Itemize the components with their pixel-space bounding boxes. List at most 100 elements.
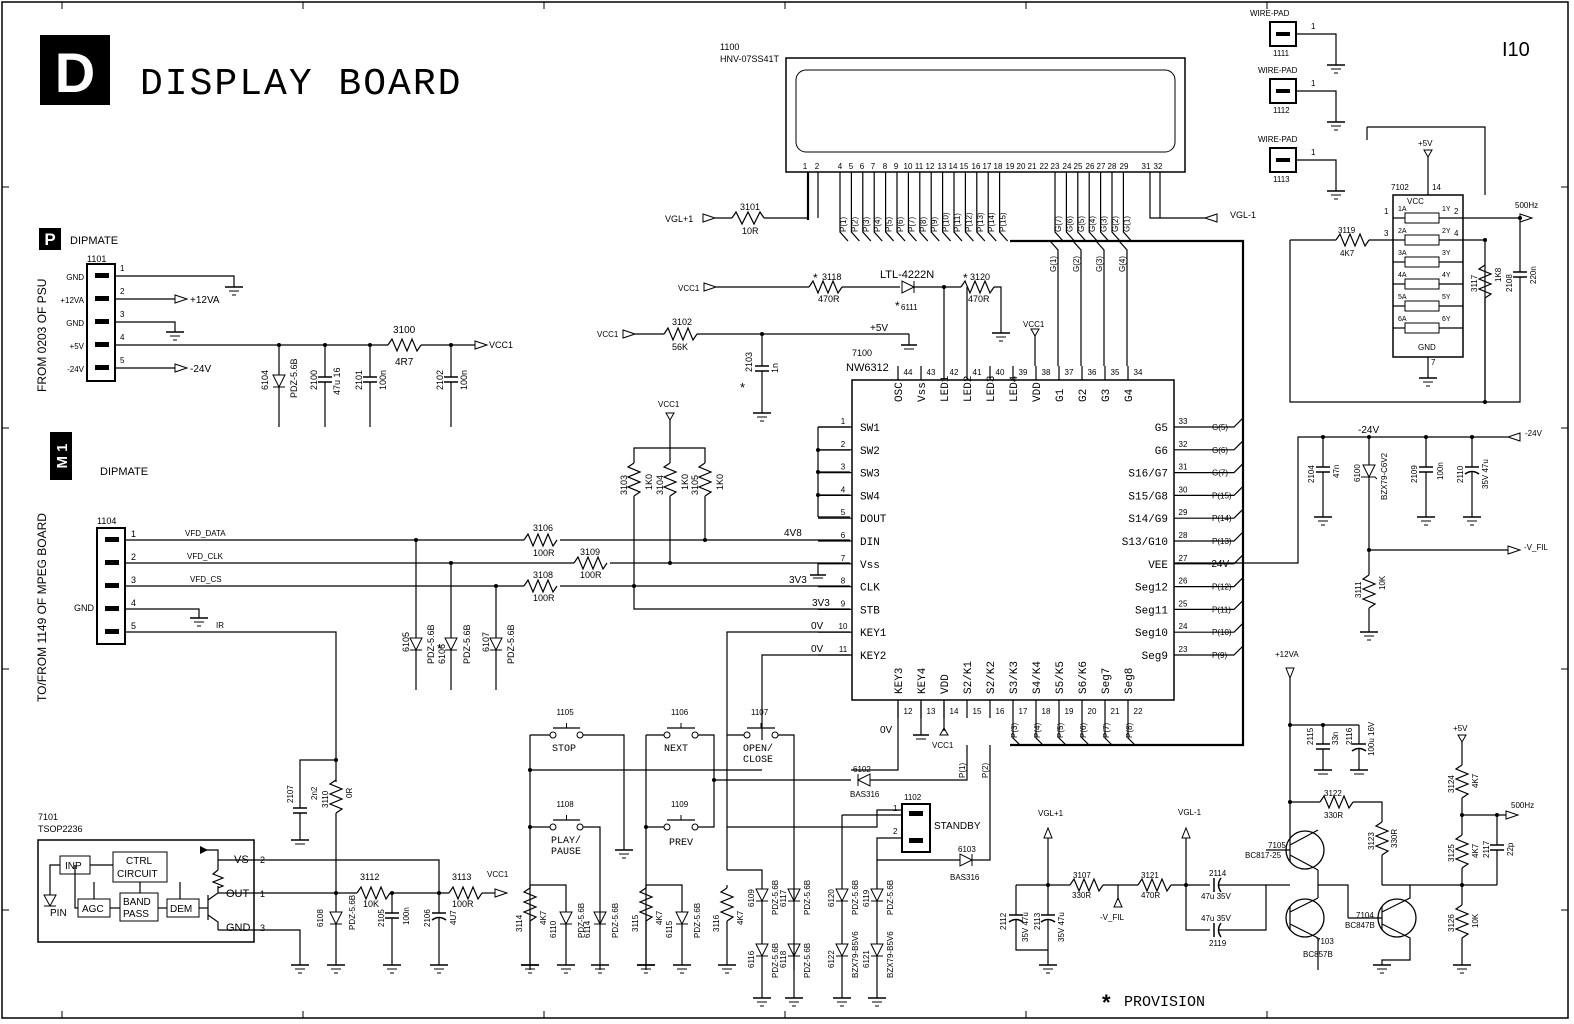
vfd-grid-net: G(1) (1122, 216, 1131, 232)
svg-text:2n2: 2n2 (310, 786, 319, 800)
svg-text:OUT: OUT (226, 888, 250, 900)
ic-pin-num: 29 (1179, 508, 1188, 517)
svg-text:2109: 2109 (1410, 465, 1419, 483)
vfd-ref: 1100 (720, 42, 739, 52)
zener-val: PDZ-5.6B (771, 943, 780, 978)
switch-label: OPEN/ (743, 743, 773, 755)
svg-text:7104: 7104 (1356, 911, 1374, 920)
ic-pin-name: OSC (894, 382, 906, 402)
ic-bottom-net: P(7) (1102, 723, 1111, 738)
svg-text:M 1: M 1 (54, 443, 71, 468)
ir-receiver: 7101 TSOP2236 INP CTRL CIRCUIT AGC BAND … (37, 758, 509, 974)
svg-text:6100: 6100 (1353, 464, 1362, 482)
svg-text:47u 35V: 47u 35V (1201, 914, 1231, 923)
zener-val: PDZ-5.6B (886, 880, 895, 915)
ic-net-label: G(7) (1212, 469, 1228, 478)
ic-pin-num: 44 (904, 368, 913, 377)
switch-label: CLOSE (743, 755, 773, 766)
svg-text:AGC: AGC (82, 904, 104, 915)
ic-net-label: P(10) (1212, 628, 1232, 637)
svg-text:CTRL: CTRL (126, 856, 153, 867)
vfd-pin-17: 17 (983, 162, 992, 171)
svg-text:6104: 6104 (260, 370, 270, 390)
svg-text:4K7: 4K7 (1471, 773, 1480, 788)
ic-pin-name: Seg12 (1135, 583, 1168, 595)
switch-label: PAUSE (551, 847, 581, 858)
vfd-pin-22: 22 (1040, 162, 1049, 171)
svg-text:56K: 56K (672, 342, 688, 352)
svg-text:2103: 2103 (744, 352, 754, 372)
ic-pin-num: 21 (1111, 707, 1120, 716)
ic-pin-num: 10 (839, 622, 848, 631)
vfd-seg-net: P(9) (930, 217, 939, 232)
psu-pin-name: +5V (70, 342, 85, 351)
vfd-grid-net: G(2) (1111, 216, 1120, 232)
ic-net-label: P(9) (1212, 651, 1227, 660)
svg-text:3110: 3110 (321, 790, 330, 808)
svg-text:BC857B: BC857B (1303, 950, 1333, 959)
page-title: DISPLAY BOARD (140, 63, 462, 106)
ic-net-label: G(5) (1212, 423, 1228, 432)
led6111-group: VCC1 * 3118 470R LTL-4222N * 6111 * 3120… (678, 269, 1010, 342)
svg-text:+12VA: +12VA (1275, 650, 1299, 659)
vfd-pin-14: 14 (949, 162, 958, 171)
svg-text:3101: 3101 (740, 202, 760, 212)
vfd-pin-18: 18 (994, 162, 1003, 171)
svg-text:6107: 6107 (481, 632, 491, 652)
svg-text:6103: 6103 (958, 845, 976, 854)
svg-text:GND: GND (1418, 343, 1436, 352)
vglp-label: VGL+1 (665, 214, 693, 224)
svg-text:3V3: 3V3 (812, 598, 830, 609)
vfd-seg-net: P(3) (862, 217, 871, 232)
vfd-pin-4: 4 (838, 162, 843, 171)
svg-text:4K7: 4K7 (1471, 843, 1480, 858)
ic-pin-name: G2 (1078, 389, 1090, 402)
svg-text:TSOP2236: TSOP2236 (38, 824, 83, 834)
zener-ref: 6109 (747, 889, 756, 907)
switch-ref: 1105 (557, 708, 575, 717)
vfd-seg-net: P(8) (919, 217, 928, 232)
svg-text:6102: 6102 (853, 765, 871, 774)
ic-pin-name: DOUT (860, 514, 887, 526)
mpeg-net-label: VFD_DATA (185, 529, 226, 538)
psu-pin-num: 1 (120, 264, 125, 273)
svg-text:*: * (740, 380, 745, 395)
ic-pin-num: 5 (841, 508, 846, 517)
vfd-pin-6: 6 (860, 162, 865, 171)
zener-ref: 6110 (549, 920, 558, 938)
ic-pin-num: 9 (841, 599, 846, 608)
svg-text:BAS316: BAS316 (950, 873, 980, 882)
svg-text:2112: 2112 (999, 912, 1008, 930)
mpeg-net-label: IR (216, 621, 224, 630)
ic-pin-name: KEY3 (894, 668, 906, 694)
resistor-val: 4K7 (539, 910, 548, 925)
switch-ref: 1108 (557, 800, 575, 809)
zener-ref: 6114 (583, 920, 592, 938)
vfd-seg-net: P(7) (907, 217, 916, 232)
vfd-pin-27: 27 (1097, 162, 1106, 171)
svg-text:STANDBY: STANDBY (934, 821, 981, 832)
vfd-grid-net: G(7) (1054, 216, 1063, 232)
svg-text:PDZ-5.6B: PDZ-5.6B (426, 624, 436, 664)
provision-label: PROVISION (1124, 994, 1205, 1011)
ic-pin-num: 23 (1179, 645, 1188, 654)
vfd-pin-5: 5 (849, 162, 854, 171)
ic-grid-net: G(2) (1072, 256, 1081, 272)
svg-text:330R: 330R (1072, 891, 1091, 900)
svg-text:10R: 10R (742, 226, 759, 236)
ic-pin-name: S5/K5 (1055, 661, 1067, 694)
svg-text:2102: 2102 (435, 370, 445, 390)
ic-pin-num: 12 (904, 707, 913, 716)
svg-text:1: 1 (893, 804, 898, 813)
svg-text:TO/FROM 1149 OF MPEG BOARD: TO/FROM 1149 OF MPEG BOARD (35, 513, 49, 702)
ic-pin-num: 8 (841, 577, 846, 586)
buf-in: 6A (1398, 316, 1407, 323)
ic-pin-num: 11 (839, 645, 848, 654)
svg-text:3117: 3117 (1470, 274, 1479, 292)
provision-note: * PROVISION (1102, 990, 1205, 1015)
svg-text:BC847B: BC847B (1345, 921, 1375, 930)
vfd-pin-15: 15 (960, 162, 969, 171)
vfd-pin-16: 16 (972, 162, 981, 171)
svg-text:3111: 3111 (1354, 581, 1363, 598)
